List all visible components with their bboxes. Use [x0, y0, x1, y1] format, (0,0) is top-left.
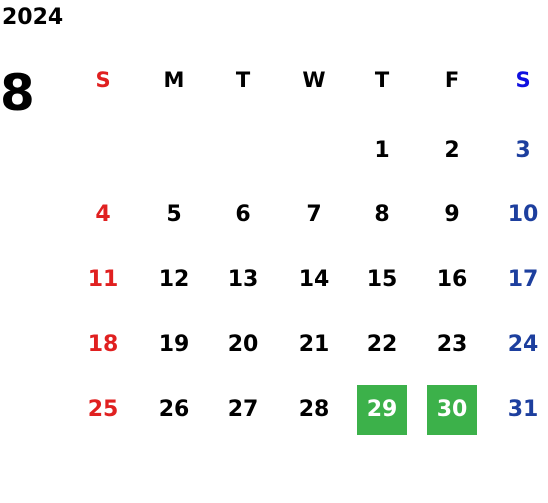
weekday-header-sunday: S [95, 68, 111, 92]
day-cell[interactable]: 5 [166, 202, 182, 227]
day-cell[interactable]: 28 [298, 397, 330, 422]
day-cell[interactable]: 24 [507, 332, 539, 357]
year-label: 2024 [2, 5, 64, 30]
day-cell[interactable]: 16 [436, 267, 468, 292]
day-cell[interactable]: 15 [366, 267, 398, 292]
day-cell[interactable]: 14 [298, 267, 330, 292]
day-cell[interactable]: 11 [87, 267, 119, 292]
day-cell[interactable]: 31 [507, 397, 539, 422]
day-cell[interactable]: 2 [444, 138, 460, 163]
day-cell[interactable]: 7 [306, 202, 322, 227]
day-cell[interactable]: 8 [374, 202, 390, 227]
weekday-header-saturday: S [515, 68, 531, 92]
weekday-header-monday: M [163, 68, 185, 92]
day-cell[interactable]: 23 [436, 332, 468, 357]
day-cell[interactable]: 19 [158, 332, 190, 357]
day-cell[interactable]: 3 [515, 138, 531, 163]
day-cell[interactable]: 26 [158, 397, 190, 422]
highlighted-day-cell[interactable]: 30 [427, 385, 477, 435]
day-cell[interactable]: 12 [158, 267, 190, 292]
day-cell[interactable]: 18 [87, 332, 119, 357]
day-cell[interactable]: 22 [366, 332, 398, 357]
day-cell[interactable]: 20 [227, 332, 259, 357]
day-cell[interactable]: 25 [87, 397, 119, 422]
highlighted-day-cell[interactable]: 29 [357, 385, 407, 435]
day-cell[interactable]: 21 [298, 332, 330, 357]
day-cell[interactable]: 6 [235, 202, 251, 227]
weekday-header-tuesday: T [235, 68, 251, 92]
day-cell[interactable]: 1 [374, 138, 390, 163]
weekday-header-wednesday: W [302, 68, 326, 92]
day-cell[interactable]: 27 [227, 397, 259, 422]
day-cell[interactable]: 10 [507, 202, 539, 227]
day-cell[interactable]: 17 [507, 267, 539, 292]
day-cell[interactable]: 13 [227, 267, 259, 292]
weekday-header-thursday: T [374, 68, 390, 92]
day-cell[interactable]: 9 [444, 202, 460, 227]
month-number: 8 [0, 64, 35, 122]
day-cell[interactable]: 4 [95, 202, 111, 227]
weekday-header-friday: F [444, 68, 460, 92]
